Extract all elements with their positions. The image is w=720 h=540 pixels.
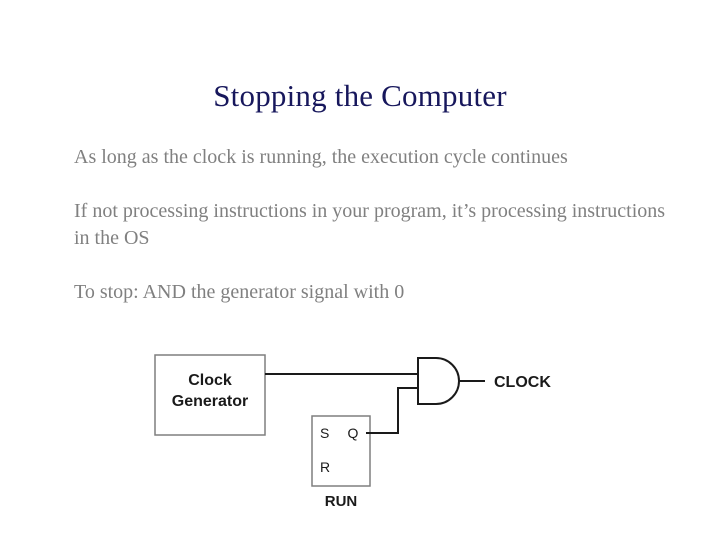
and-gate-icon [417,357,460,405]
latch-set-label: S [320,425,329,441]
run-latch-caption: RUN [325,493,358,510]
clock-generator-label-line2: Generator [172,393,248,410]
bullet-line-3: To stop: AND the generator signal with 0 [74,281,405,303]
bullet-line-1: As long as the clock is running, the exe… [74,146,568,168]
page-title: Stopping the Computer [213,78,507,113]
body-text-block: As long as the clock is running, the exe… [74,144,674,306]
bullet-line-2: If not processing instructions in your p… [74,200,666,249]
clock-generator-box [154,354,266,436]
latch-q-label: Q [348,425,359,441]
clock-gating-diagram: Clock Generator S Q R RUN CLOCK [140,340,580,530]
clock-generator-label-line1: Clock [188,372,232,389]
run-latch-box [311,415,371,487]
wire-q-to-gate [366,387,418,434]
clock-output-label: CLOCK [494,374,551,391]
latch-reset-label: R [320,459,330,475]
